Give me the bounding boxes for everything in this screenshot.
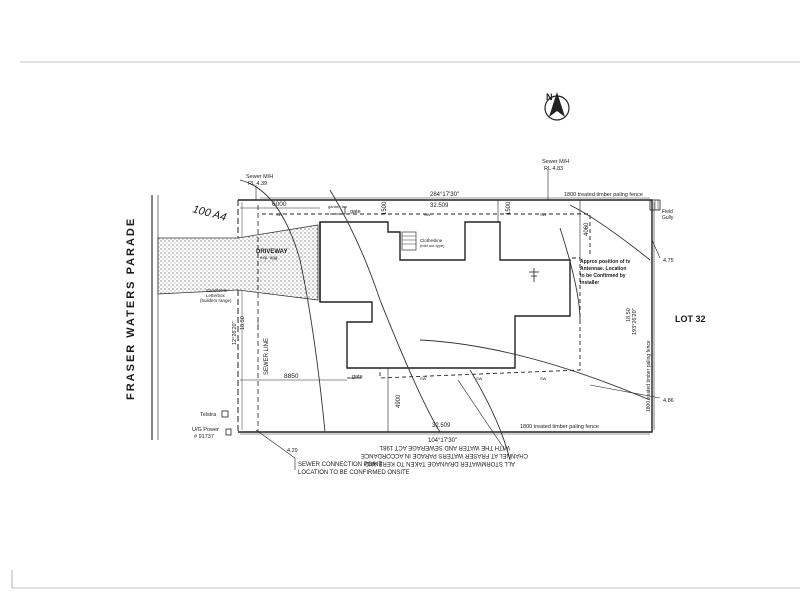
stormwater-line3: WITH THE WATER AND SEWERAGE ACT 1981. — [378, 444, 510, 450]
stormwater-drain — [262, 213, 591, 379]
gate-top-icon — [330, 207, 346, 215]
dim-6000: 6000 — [272, 201, 287, 208]
stormwater-line1: ALL STORMWATER DRAINAGE TAKEN TO KERB AN… — [364, 460, 515, 466]
bearing-right: 193°26'20" — [632, 308, 638, 335]
gate-top-label: gate — [350, 209, 361, 215]
fence-top-label: 1800 treated timber paling fence — [564, 192, 643, 198]
dimension-lines — [240, 200, 581, 432]
rl-486: 4.86 — [663, 398, 674, 404]
dim-right-length: 18.50 — [626, 308, 632, 322]
rl-429: 4.29 — [287, 448, 298, 454]
handwritten-address: 100 A4 — [191, 203, 227, 224]
sewer-line-label: SEWER LINE — [264, 338, 270, 375]
letterbox-line3: (builders range) — [200, 298, 232, 303]
garden-tap-label: garden tap — [328, 204, 348, 209]
tv-antenna-line4: installer — [580, 280, 599, 286]
driveway-sub-label: exp. agg. — [260, 255, 279, 260]
stormwater-line2: CHANNEL AT FRASER WATERS PARADE IN ACCOR… — [361, 452, 528, 458]
dim-1500-b: 1500 — [506, 201, 512, 215]
dim-1500-a: 1500 — [382, 201, 388, 215]
tv-antenna-line3: to be Confirmed by — [580, 273, 626, 279]
dim-left-length: 18.50 — [240, 316, 246, 330]
letterbox-line1: Sandstone — [206, 288, 228, 293]
sewer-mh-right-line1: Sewer M/H — [542, 159, 569, 165]
sewer-mh-right-line2: RL 4.83 — [544, 166, 563, 172]
svg-text:SW: SW — [424, 212, 431, 217]
street-name-label: FRASER WATERS PARADE — [125, 217, 137, 400]
north-label: N — [546, 92, 553, 102]
driveway-label: DRIVEWAY — [256, 249, 287, 255]
power-pit-icon — [225, 428, 232, 436]
bearing-left: 12°26'20" — [232, 321, 238, 345]
north-arrow-icon: N — [544, 92, 570, 121]
fence-bottom-label: 1800 treated timber paling fence — [520, 424, 599, 430]
page-crop-marks — [11, 61, 800, 589]
sewer-connection-line2: LOCATION TO BE CONFIRMED ONSITE — [298, 470, 410, 476]
telstra-label: Telstra — [200, 412, 217, 418]
bearing-bottom: 104°17'30" — [428, 438, 457, 444]
letterbox-line2: Letterbox — [206, 293, 226, 298]
clothesline-line2: (fold out type) — [420, 243, 445, 248]
dim-bottom-length: 32.509 — [432, 423, 451, 429]
ug-power-line1: U/G Power — [192, 427, 219, 433]
fence-right-label: 1800 treated timber paling fence — [646, 340, 652, 412]
field-gully-line1: Field — [662, 209, 673, 215]
dim-4060: 4060 — [584, 222, 590, 236]
clothesline-line1: Clothesline — [420, 238, 443, 243]
dim-top-length: 32.509 — [430, 203, 449, 209]
driveway-area — [157, 224, 319, 301]
dim-8850: 8850 — [284, 373, 299, 380]
tv-antenna-icon — [529, 268, 539, 282]
contour-lines — [239, 179, 651, 461]
bearing-top: 284°17'30" — [430, 192, 459, 198]
lot-32-label: LOT 32 — [675, 314, 706, 324]
svg-text:SW: SW — [540, 212, 547, 217]
svg-text:SW: SW — [420, 376, 427, 381]
ug-power-line2: # 91737 — [194, 434, 214, 440]
gate-bottom-label: gate — [352, 374, 363, 380]
leader-lines — [255, 170, 661, 470]
drain-markers: SW SW SW SW SW SW — [276, 212, 547, 381]
clothesline-icon — [401, 231, 417, 251]
sewer-mh-left-line2: RL 4.39 — [248, 181, 267, 187]
lot-boundary — [238, 199, 653, 433]
rl-475: 4.75 — [663, 258, 674, 264]
svg-text:SW: SW — [276, 212, 283, 217]
house-footprint — [319, 221, 571, 369]
telstra-pit-icon — [221, 410, 229, 418]
svg-text:SW: SW — [476, 376, 483, 381]
sewer-connection-line1: SEWER CONNECTION POINT — [298, 462, 382, 468]
tv-antenna-line2: Antennae. Location — [580, 266, 626, 272]
svg-text:SW: SW — [540, 376, 547, 381]
tv-antenna-line1: Approx position of tv — [580, 259, 630, 265]
dim-4900: 4900 — [396, 394, 402, 408]
field-gully-line2: Gully — [662, 215, 674, 221]
sewer-mh-left-line1: Sewer M/H — [246, 174, 273, 180]
